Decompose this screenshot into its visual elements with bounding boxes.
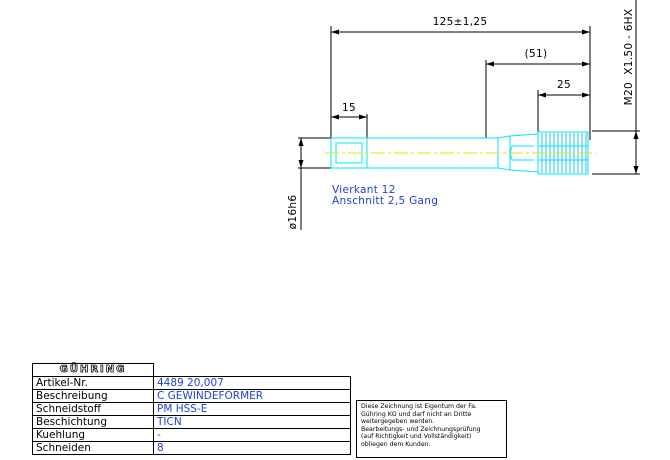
row-label-material: Schneidstoff: [32, 402, 154, 416]
note-line: Gühring KG und darf nicht an Dritte: [361, 410, 472, 418]
row-label-article: Artikel-Nr.: [32, 376, 154, 390]
title-block-row: Schneidstoff PM HSS-E: [32, 402, 351, 416]
dimension-lines: [298, 0, 640, 230]
title-block-row: Schneiden 8: [32, 441, 351, 455]
note-line: Bearbeitungs- und Zeichnungsprüfung: [361, 425, 481, 433]
row-value-description: C GEWINDEFORMER: [153, 389, 351, 403]
dim-text-diameter: ø16h6: [287, 195, 299, 230]
arrow-square-right: [359, 114, 367, 120]
arrow-mid-left: [486, 61, 494, 67]
title-block-row: Beschreibung C GEWINDEFORMER: [32, 389, 351, 403]
dim-text-square: 15: [342, 102, 356, 114]
dim-text-overall: 125±1,25: [433, 16, 488, 28]
arrow-thread-right: [582, 92, 590, 98]
arrow-overall-left: [331, 29, 339, 35]
row-label-coating: Beschichtung: [32, 415, 154, 429]
row-value-cutting-edges: 8: [153, 441, 351, 455]
arrow-m20-top: [633, 131, 639, 139]
note-line: obliegen dem Kunden.: [361, 440, 431, 448]
arrow-m20-bottom: [633, 166, 639, 174]
annotation-chamfer: Anschnitt 2,5 Gang: [332, 195, 438, 207]
arrowheads: [298, 29, 639, 174]
title-block: GÜHRING Artikel-Nr. 4489 20,007 Beschrei…: [32, 363, 351, 455]
row-label-cooling: Kuehlung: [32, 428, 154, 442]
note-line: Diese Zeichnung ist Eigentum der Fa.: [361, 403, 477, 410]
dim-text-thread-spec: M20 X1.50 - 6HX: [623, 9, 635, 106]
arrow-dia-bottom: [298, 160, 304, 168]
title-block-row: Artikel-Nr. 4489 20,007: [32, 376, 351, 390]
row-label-description: Beschreibung: [32, 389, 154, 403]
title-block-row: Kuehlung -: [32, 428, 351, 442]
row-value-coating: TICN: [153, 415, 351, 429]
dim-text-mid: (51): [525, 48, 548, 60]
company-logo: GÜHRING: [32, 363, 154, 377]
arrow-square-left: [331, 114, 339, 120]
row-value-cooling: -: [153, 428, 351, 442]
title-block-row: Beschichtung TICN: [32, 415, 351, 429]
ownership-note: Diese Zeichnung ist Eigentum der Fa. Güh…: [356, 400, 507, 458]
row-value-material: PM HSS-E: [153, 402, 351, 416]
row-value-article: 4489 20,007: [153, 376, 351, 390]
dimension-texts: 125±1,25 (51) 25 15 ø16h6 M20 X1.50 - 6H…: [287, 9, 635, 230]
row-label-cutting-edges: Schneiden: [32, 441, 154, 455]
arrow-thread-left: [538, 92, 546, 98]
arrow-overall-right: [582, 29, 590, 35]
annotations: Vierkant 12 Anschnitt 2,5 Gang: [332, 184, 438, 207]
title-block-logo-row: GÜHRING: [32, 363, 351, 377]
arrow-mid-right: [582, 61, 590, 67]
arrow-dia-top: [298, 138, 304, 146]
note-line: (auf Richtigkeit und Vollständigkeit): [361, 433, 472, 441]
dim-text-thread: 25: [557, 79, 571, 91]
note-line: weitergegeben werden.: [361, 418, 435, 426]
annotation-square-drive: Vierkant 12: [332, 184, 396, 196]
